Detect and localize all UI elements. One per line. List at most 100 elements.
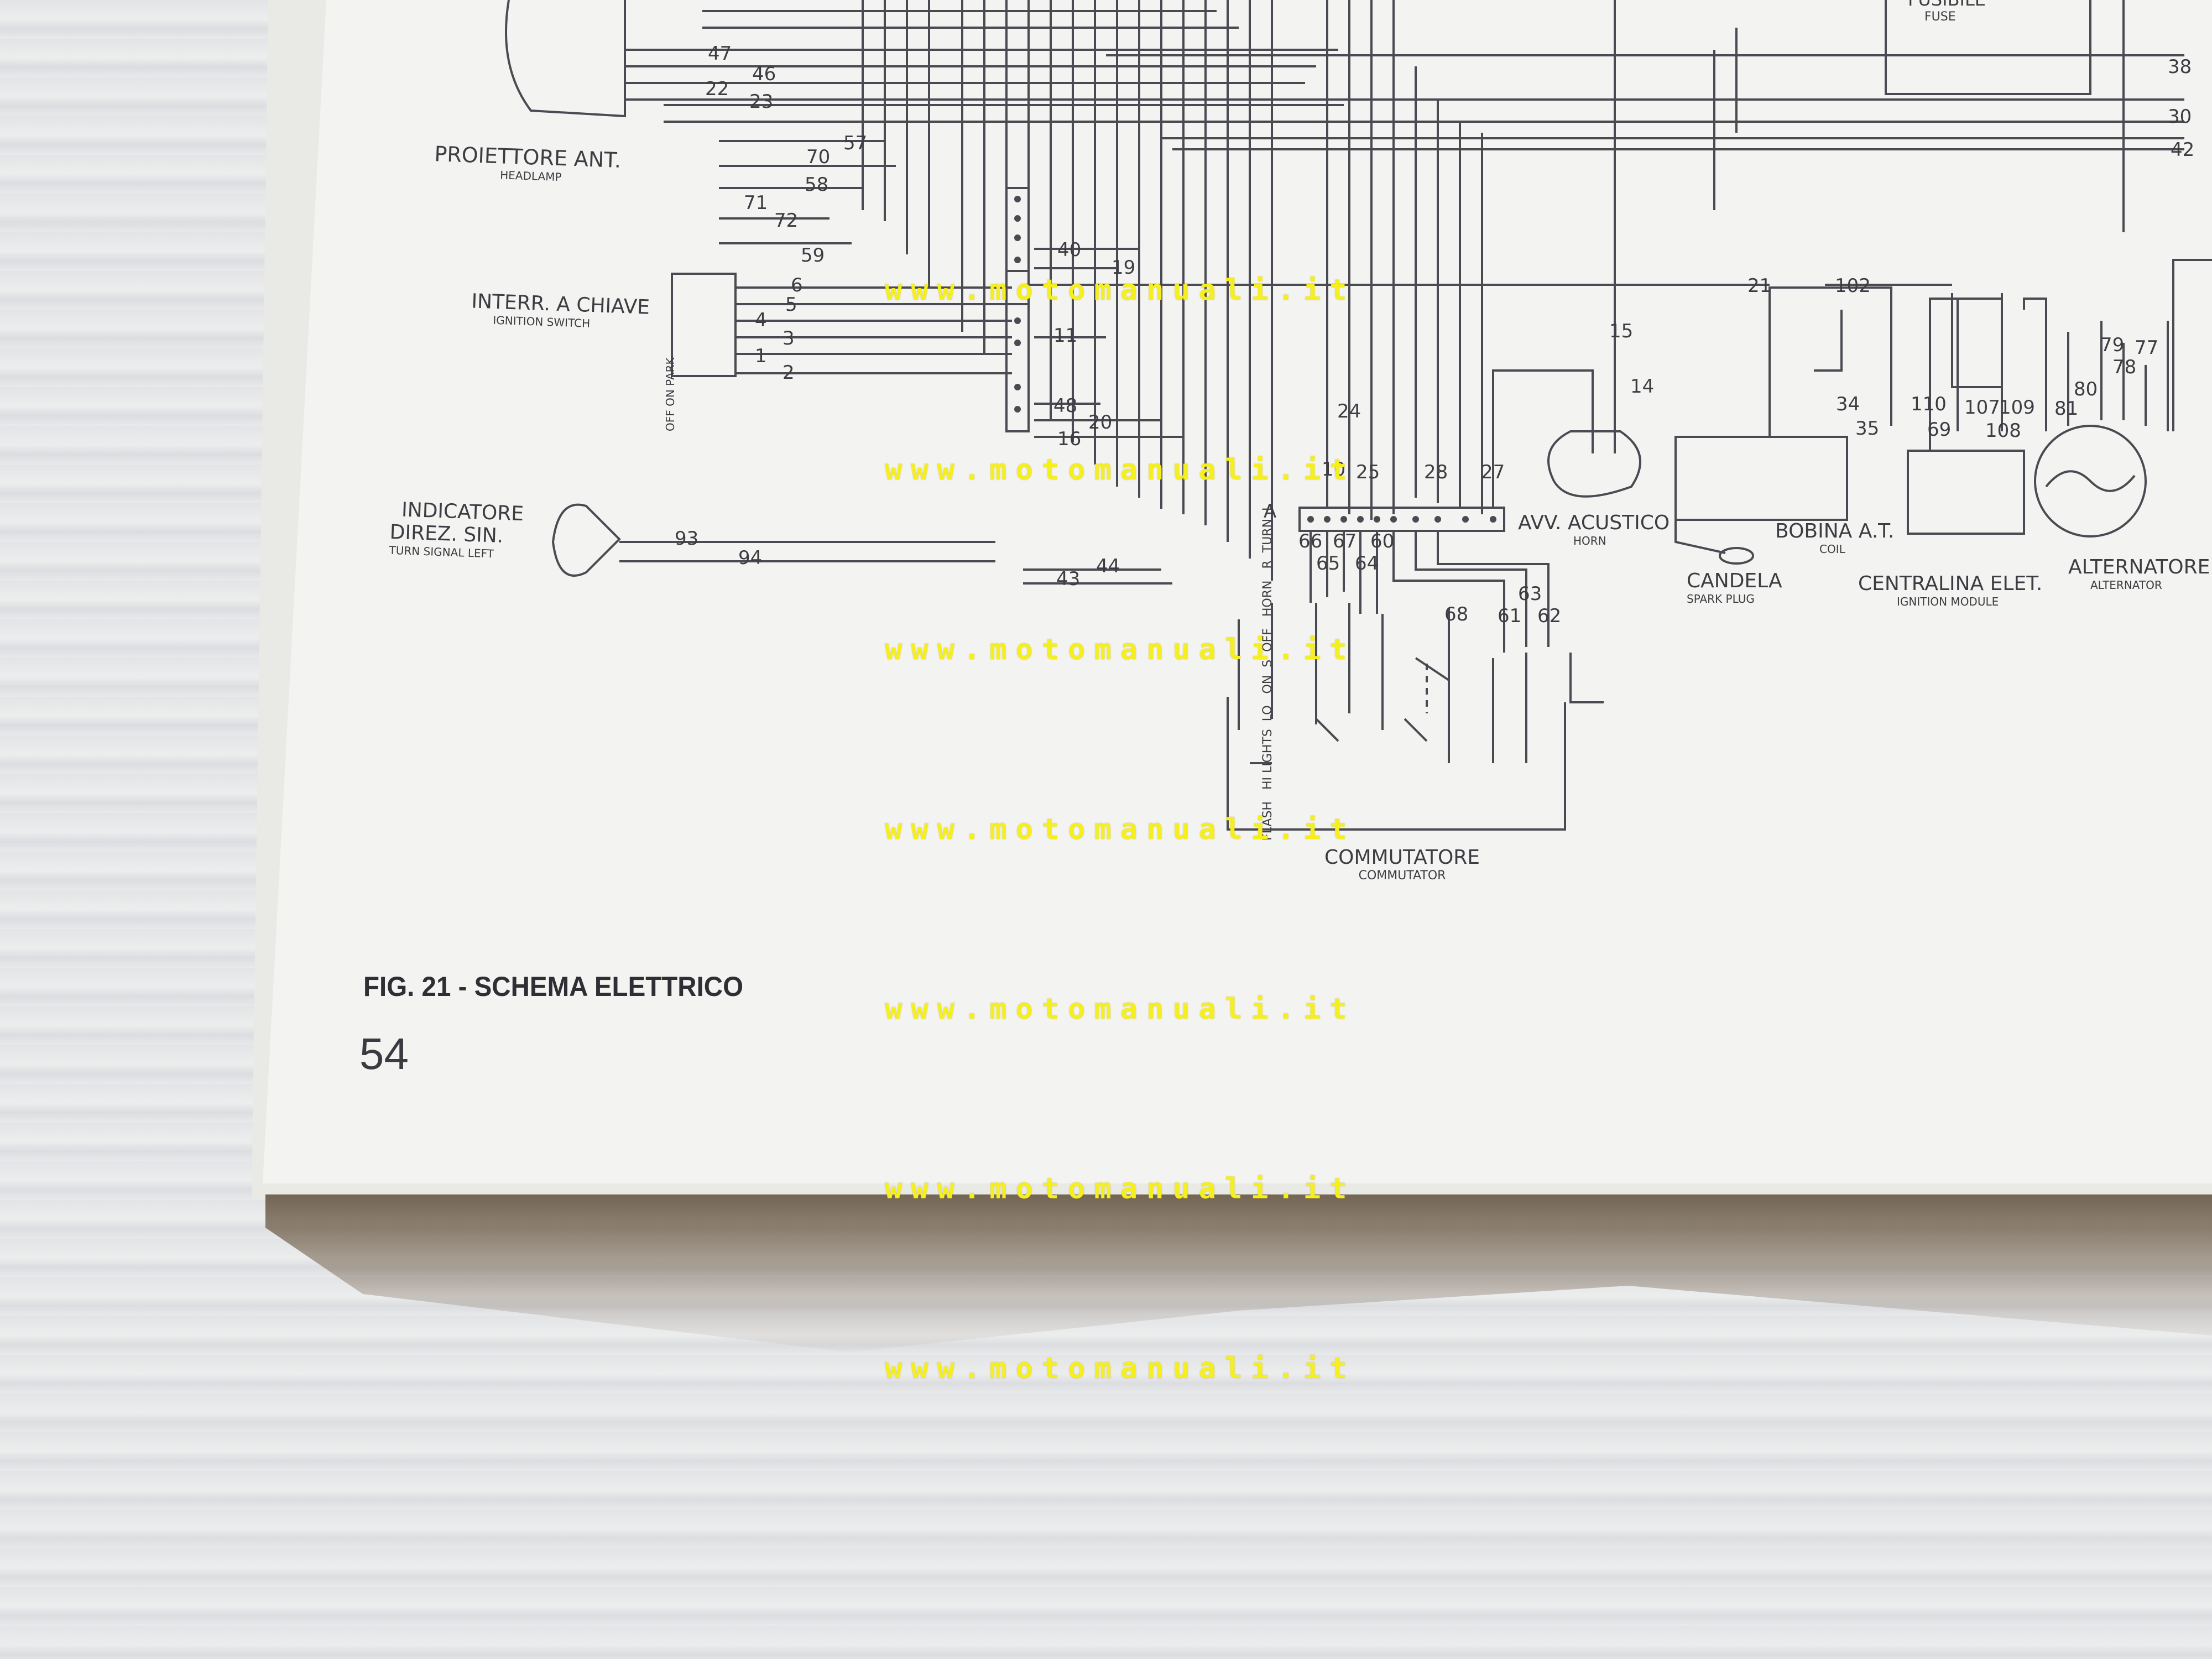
svg-text:23: 23	[749, 91, 773, 113]
svg-text:6: 6	[791, 274, 803, 296]
svg-text:30: 30	[2168, 106, 2192, 128]
watermark-3: www.motomanuali.it	[885, 633, 1356, 666]
watermark-5: www.motomanuali.it	[885, 993, 1356, 1026]
switch-positions: OFF ON PARK	[664, 357, 677, 431]
svg-text:57: 57	[843, 132, 867, 154]
svg-text:11: 11	[1053, 325, 1077, 347]
svg-text:93: 93	[675, 528, 698, 550]
svg-text:109: 109	[1999, 397, 2035, 419]
svg-text:66: 66	[1298, 530, 1322, 552]
horn-sub: HORN	[1573, 534, 1606, 547]
commutator-pos-r: R	[1261, 560, 1275, 569]
spark-plug-sub: SPARK PLUG	[1687, 592, 1755, 606]
watermark-4: www.motomanuali.it	[885, 813, 1356, 846]
svg-text:94: 94	[738, 547, 762, 569]
svg-text:19: 19	[1112, 257, 1135, 279]
svg-text:62: 62	[1537, 605, 1561, 627]
switch-pos-park: PARK	[664, 357, 677, 386]
svg-text:1: 1	[755, 345, 767, 367]
svg-text:5: 5	[785, 294, 797, 316]
watermark-7: www.motomanuali.it	[885, 1352, 1356, 1385]
svg-text:65: 65	[1316, 552, 1340, 575]
svg-text:22: 22	[705, 78, 729, 100]
commutator-sub: COMMUTATOR	[1358, 869, 1446, 883]
svg-text:24: 24	[1337, 400, 1361, 422]
commutator-pos-lo: LO	[1261, 705, 1275, 722]
switch-pos-on: ON	[664, 389, 677, 406]
ignition-module-sub: IGNITION MODULE	[1897, 595, 1999, 608]
horn-label: AVV. ACUSTICO HORN	[1518, 512, 1670, 547]
svg-text:81: 81	[2054, 398, 2078, 420]
svg-text:14: 14	[1630, 375, 1654, 398]
svg-text:60: 60	[1370, 530, 1394, 552]
svg-text:46: 46	[752, 63, 776, 85]
svg-text:44: 44	[1096, 555, 1120, 577]
manual-page	[263, 0, 2212, 1183]
commutator-pos-hi: HI LIGHTS	[1261, 729, 1275, 790]
svg-text:63: 63	[1518, 583, 1542, 605]
svg-text:16: 16	[1057, 428, 1081, 450]
svg-text:102: 102	[1835, 275, 1871, 297]
svg-text:34: 34	[1836, 393, 1860, 415]
connector-a-label: A	[1264, 500, 1277, 523]
alternator-title: ALTERNATORE	[2068, 556, 2210, 578]
svg-text:61: 61	[1498, 605, 1521, 627]
turn-left-label: INDICATORE DIREZ. SIN. TURN SIGNAL LEFT	[389, 498, 524, 561]
switch-pos-off: OFF	[664, 410, 677, 431]
commutator-title: COMMUTATORE	[1324, 846, 1480, 869]
coil-label: BOBINA A.T. COIL	[1775, 520, 1894, 556]
svg-text:68: 68	[1444, 603, 1468, 625]
svg-text:48: 48	[1053, 395, 1077, 417]
figure-caption: FIG. 21 - SCHEMA ELETTRICO	[363, 971, 744, 1002]
svg-text:3: 3	[782, 327, 795, 349]
svg-text:59: 59	[801, 244, 825, 267]
svg-text:108: 108	[1985, 420, 2021, 442]
svg-text:27: 27	[1481, 461, 1505, 483]
commutator-pos-l: L	[1261, 504, 1275, 511]
svg-text:10: 10	[1322, 458, 1345, 481]
svg-text:15: 15	[1609, 320, 1633, 342]
watermark-1: www.motomanuali.it	[885, 274, 1356, 307]
svg-text:67: 67	[1333, 530, 1357, 552]
svg-text:25: 25	[1356, 461, 1380, 483]
horn-title: AVV. ACUSTICO	[1518, 512, 1670, 534]
ignition-switch-label: INTERR. A CHIAVE IGNITION SWITCH	[471, 290, 650, 332]
watermark-6: www.motomanuali.it	[885, 1172, 1356, 1206]
page-number: 54	[359, 1029, 409, 1078]
svg-text:4: 4	[755, 309, 767, 331]
svg-text:38: 38	[2168, 56, 2192, 78]
svg-text:47: 47	[708, 43, 732, 65]
svg-text:28: 28	[1424, 461, 1448, 483]
spark-plug-title: CANDELA	[1687, 570, 1782, 592]
svg-text:70: 70	[806, 146, 830, 168]
commutator-pos-on: ON	[1261, 675, 1275, 694]
svg-text:110: 110	[1911, 393, 1947, 415]
svg-text:79: 79	[2100, 334, 2124, 356]
svg-text:80: 80	[2074, 378, 2098, 400]
svg-text:107: 107	[1964, 397, 2000, 419]
commutator-pos-horn: HORN	[1261, 580, 1275, 617]
commutator-positions: FLASH HI LIGHTS LO ON S OFF HORN R TURN …	[1261, 504, 1275, 841]
fuse-label: FUSIBILE FUSE	[1908, 0, 1986, 24]
svg-text:35: 35	[1855, 418, 1879, 440]
svg-text:21: 21	[1747, 275, 1771, 297]
fuse-title: FUSIBILE	[1908, 0, 1986, 10]
spark-plug-label: CANDELA SPARK PLUG	[1687, 570, 1782, 606]
alternator-sub: ALTERNATOR	[2090, 578, 2162, 592]
svg-text:58: 58	[805, 174, 828, 196]
svg-text:69: 69	[1927, 419, 1951, 441]
svg-text:40: 40	[1057, 239, 1081, 261]
headlamp-label: PROIETTORE ANT. HEADLAMP	[434, 142, 622, 186]
ignition-module-title: CENTRALINA ELET.	[1858, 572, 2043, 595]
svg-text:42: 42	[2171, 139, 2194, 161]
watermark-2: www.motomanuali.it	[885, 453, 1356, 487]
fuse-sub: FUSE	[1924, 10, 1956, 24]
commutator-pos-turn: TURN	[1261, 518, 1275, 553]
svg-text:77: 77	[2135, 337, 2158, 359]
svg-text:20: 20	[1088, 411, 1112, 434]
alternator-label: ALTERNATORE ALTERNATOR	[2068, 556, 2210, 592]
commutator-label: COMMUTATORE COMMUTATOR	[1324, 846, 1480, 883]
coil-title: BOBINA A.T.	[1775, 520, 1895, 542]
svg-text:71: 71	[744, 192, 768, 214]
